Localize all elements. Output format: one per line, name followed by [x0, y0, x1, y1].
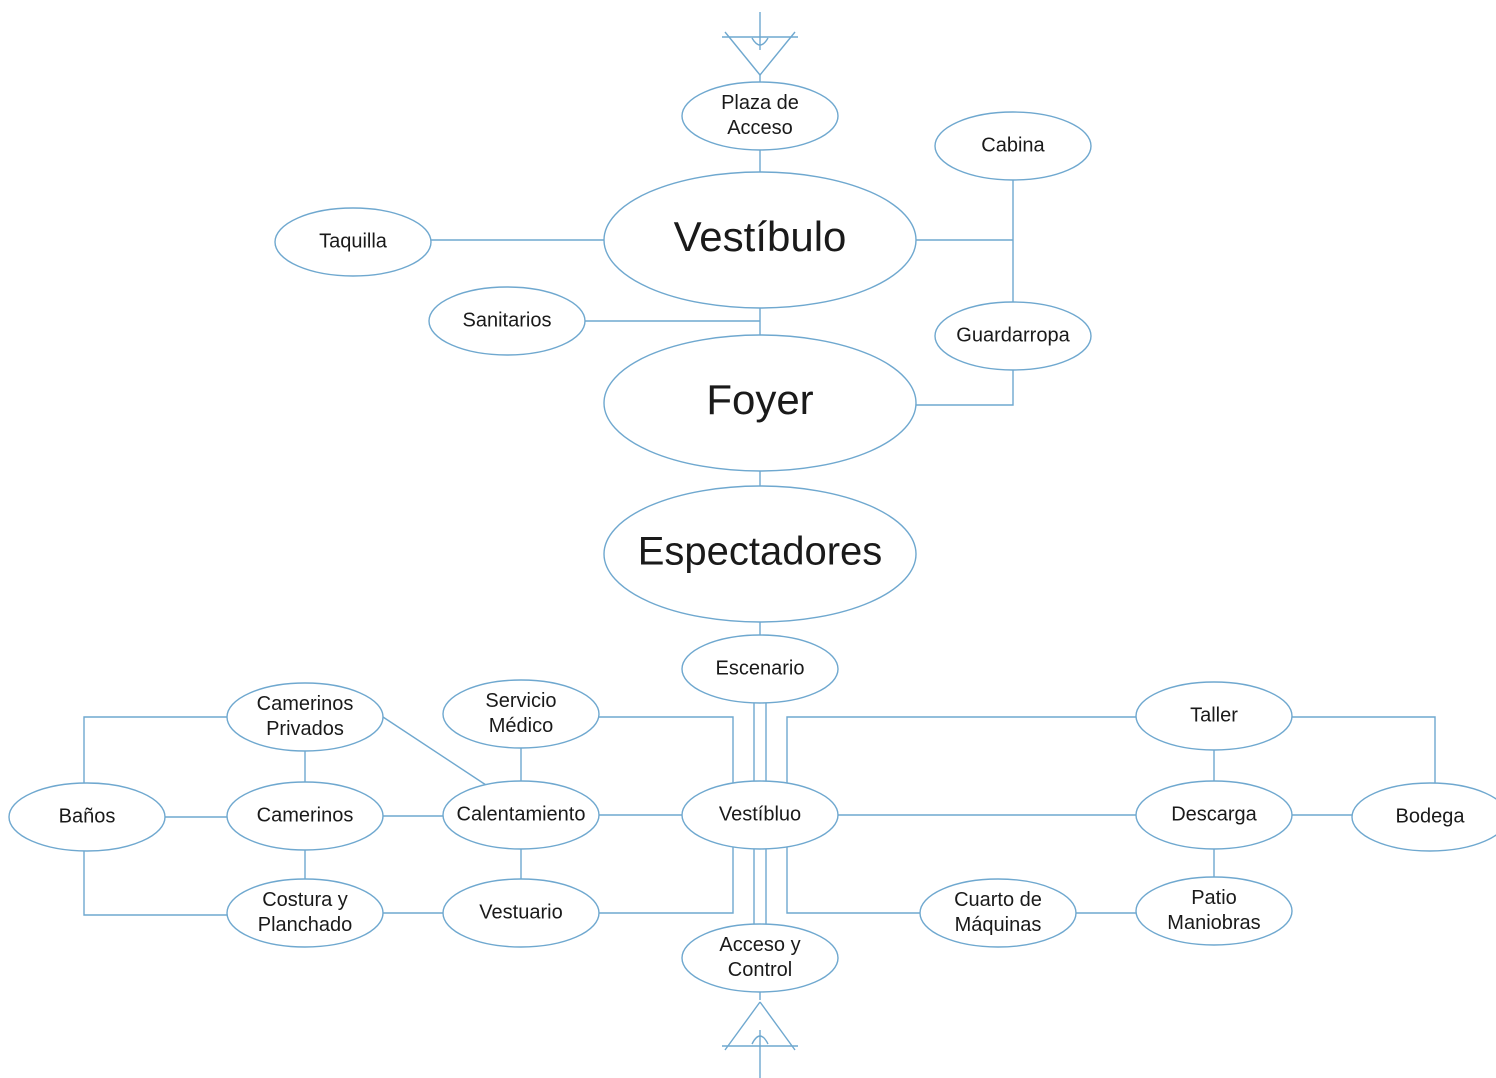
- connector-line: [915, 370, 1014, 406]
- node-ellipse: [226, 878, 384, 948]
- connector-line: [599, 830, 734, 914]
- connector-line: [83, 716, 228, 783]
- node-ellipse: [681, 634, 839, 704]
- node-label: Taller: [1190, 704, 1238, 726]
- node-label: Escenario: [716, 657, 805, 679]
- node-label: Maniobras: [1167, 912, 1260, 934]
- node-label: Cuarto de: [954, 889, 1042, 911]
- node-cuarto-maquinas: Cuarto de Máquinas: [919, 878, 1077, 948]
- node-label: Guardarropa: [956, 324, 1070, 346]
- node-ellipse: [8, 782, 166, 852]
- connector-lines: [83, 150, 1436, 924]
- connector-line: [786, 830, 920, 914]
- connector-line: [786, 716, 1136, 800]
- node-label: Vestíbluo: [719, 803, 801, 825]
- node-ellipse: [274, 207, 432, 277]
- node-foyer: Foyer: [603, 334, 917, 472]
- node-ellipse: [442, 780, 600, 850]
- node-ellipse: [603, 334, 917, 472]
- node-label: Servicio: [485, 690, 556, 712]
- node-ellipse: [603, 485, 917, 623]
- node-vestibulo: Vestíbulo: [603, 171, 917, 309]
- node-label: Camerinos: [257, 804, 354, 826]
- node-sanitarios: Sanitarios: [428, 286, 586, 356]
- node-plaza: Plaza de Acceso: [681, 81, 839, 151]
- node-bodega: Bodega: [1351, 782, 1496, 852]
- node-label: Vestíbulo: [674, 213, 847, 260]
- node-label: Taquilla: [319, 230, 388, 252]
- node-ellipse: [1135, 780, 1293, 850]
- node-ellipse: [226, 781, 384, 851]
- node-guardarropa: Guardarropa: [934, 301, 1092, 371]
- node-ellipse: [603, 171, 917, 309]
- node-label: Acceso: [727, 117, 793, 139]
- connector-line: [83, 851, 228, 916]
- node-ellipse: [226, 682, 384, 752]
- node-label: Plaza de: [721, 92, 799, 114]
- node-camerinos: Camerinos: [226, 781, 384, 851]
- node-label: Control: [728, 959, 792, 981]
- node-ellipse: [442, 679, 600, 749]
- node-cabina: Cabina: [934, 111, 1092, 181]
- node-label: Espectadores: [638, 530, 883, 574]
- node-ellipse: [934, 301, 1092, 371]
- node-calentamiento: Calentamiento: [442, 780, 600, 850]
- node-label: Foyer: [706, 376, 813, 423]
- node-label: Acceso y: [719, 934, 800, 956]
- node-label: Sanitarios: [463, 309, 552, 331]
- node-ellipse: [1135, 876, 1293, 946]
- connector-line: [596, 716, 734, 800]
- top-entrance-icon: [722, 12, 798, 82]
- node-label: Médico: [489, 715, 553, 737]
- node-label: Costura y: [262, 889, 348, 911]
- node-taller: Taller: [1135, 681, 1293, 751]
- node-espectadores: Espectadores: [603, 485, 917, 623]
- node-label: Patio: [1191, 887, 1237, 909]
- node-costura: Costura y Planchado: [226, 878, 384, 948]
- node-acceso-control: Acceso y Control: [681, 923, 839, 993]
- node-label: Privados: [266, 718, 344, 740]
- node-label: Máquinas: [955, 914, 1042, 936]
- node-label: Planchado: [258, 914, 353, 936]
- node-label: Vestuario: [479, 901, 562, 923]
- node-ellipse: [1351, 782, 1496, 852]
- node-label: Cabina: [981, 134, 1045, 156]
- connector-line: [1292, 716, 1436, 783]
- node-vestibluo: Vestíbluo: [681, 780, 839, 850]
- connector-line: [382, 716, 487, 786]
- node-vestuario: Vestuario: [442, 878, 600, 948]
- node-banos: Baños: [8, 782, 166, 852]
- node-ellipse: [442, 878, 600, 948]
- node-ellipse: [934, 111, 1092, 181]
- node-ellipse: [681, 81, 839, 151]
- node-ellipse: [919, 878, 1077, 948]
- node-label: Bodega: [1396, 805, 1466, 827]
- node-ellipse: [1135, 681, 1293, 751]
- node-ellipse: [681, 923, 839, 993]
- node-label: Camerinos: [257, 693, 354, 715]
- entrance-markers: [722, 12, 798, 1078]
- node-label: Calentamiento: [457, 803, 586, 825]
- node-label: Descarga: [1171, 803, 1257, 825]
- node-label: Baños: [59, 805, 116, 827]
- node-escenario: Escenario: [681, 634, 839, 704]
- node-ellipse: [428, 286, 586, 356]
- node-ellipse: [681, 780, 839, 850]
- bottom-entrance-icon: [722, 992, 798, 1078]
- node-taquilla: Taquilla: [274, 207, 432, 277]
- node-descarga: Descarga: [1135, 780, 1293, 850]
